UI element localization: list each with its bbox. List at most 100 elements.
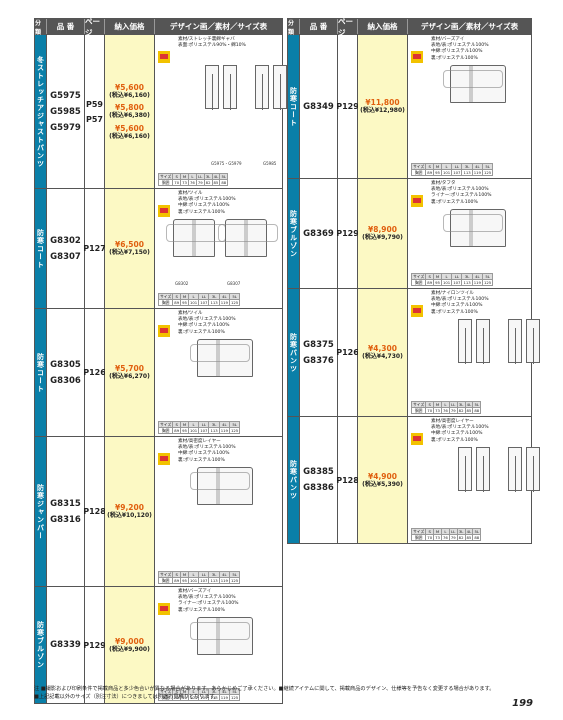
- price-cell: ¥5,700(税込¥6,270): [105, 309, 155, 436]
- product-code: G8316: [50, 514, 81, 525]
- product-codes: G8349: [300, 35, 338, 178]
- product-codes: G8369: [300, 179, 338, 288]
- jacket-drawing-icon: [190, 467, 253, 505]
- quality-badge-icon: [158, 205, 170, 217]
- quality-badge-icon: [411, 305, 423, 317]
- size-cell: 125: [228, 576, 241, 585]
- jacket-drawing-icon: [443, 209, 506, 247]
- price-cell: ¥4,900(税込¥5,390): [358, 417, 408, 543]
- catalog-page: P128: [336, 417, 359, 543]
- price-value: ¥5,800(税込¥6,380): [109, 103, 150, 119]
- pants-drawing-icon: [526, 447, 540, 492]
- size-cell: 5L: [228, 570, 241, 578]
- material-text: 素材/ナイロンツイル 表地/表:ポリエステル100% 中綿:ポリエステル100%…: [431, 291, 489, 315]
- size-cell: 73: [433, 406, 442, 415]
- header-page: ページ: [85, 17, 105, 37]
- price-cell: ¥9,000(税込¥9,900): [105, 587, 155, 703]
- category-label: 防寒ブルゾン: [35, 587, 47, 703]
- category-label: 防寒パンツ: [288, 289, 300, 416]
- pants-drawing-icon: [508, 319, 522, 364]
- price-value: ¥4,300(税込¥4,730): [362, 344, 403, 360]
- size-cell: 89: [172, 298, 182, 307]
- size-cell: 胸囲: [157, 693, 174, 702]
- size-cell: 82: [456, 533, 466, 542]
- table-header: 分類 品 番 ページ 納入価格 デザイン画／素材／サイズ表: [288, 17, 531, 37]
- size-cell: 76: [440, 533, 450, 542]
- size-cell: 95: [180, 576, 189, 585]
- material-text: 素材/高密度レイヤー 表地/表:ポリエステル100% 中綿:ポリエステル100%…: [178, 439, 236, 463]
- product-code: G8315: [50, 498, 81, 509]
- size-cell: 119: [471, 168, 483, 177]
- size-cell: 113: [461, 278, 473, 287]
- product-code: G8369: [303, 228, 334, 239]
- price-amount: ¥6,500: [115, 240, 144, 250]
- size-cell: 125: [481, 278, 494, 287]
- size-cell: 5L: [228, 420, 241, 428]
- pants-drawing-icon: [223, 65, 237, 110]
- size-cell: 101: [187, 576, 200, 585]
- jacket-drawing-icon: [166, 219, 226, 257]
- size-cell: 113: [208, 426, 220, 435]
- size-cell: 82: [456, 406, 466, 415]
- price-cell: ¥11,800(税込¥12,980): [358, 35, 408, 178]
- size-cell: 82: [203, 178, 213, 187]
- price-amount: ¥5,800: [115, 103, 144, 113]
- size-cell: 5L: [219, 172, 229, 180]
- pants-drawing-icon: [476, 319, 490, 364]
- price-tax-included: (税込¥4,730): [362, 353, 403, 361]
- illustration-caption: G5985: [263, 160, 277, 166]
- garment-illustration: [420, 65, 506, 103]
- price-cell: ¥8,900(税込¥9,790): [358, 179, 408, 288]
- size-cell: 5L: [481, 272, 494, 280]
- material-text: 素材/ストレッチ裏綿ギャバ 表面:ポリエステル90%・綿10%: [178, 37, 246, 49]
- price-tax-included: (税込¥12,980): [360, 107, 405, 115]
- price-cell: ¥6,500(税込¥7,150): [105, 189, 155, 308]
- product-code: G8386: [303, 483, 334, 493]
- size-cell: 70: [172, 178, 182, 187]
- size-cell: 88: [219, 178, 229, 187]
- product-code: G8376: [303, 355, 334, 366]
- footnote: 注 ■撮影および印刷条件で掲載商品と多少色合いが異なる場合があります。あらかじめ…: [34, 685, 534, 702]
- size-cell: 胸囲: [157, 426, 174, 435]
- quality-badge-icon: [158, 325, 170, 337]
- footnote-line-1: 注 ■撮影および印刷条件で掲載商品と多少色合いが異なる場合があります。あらかじめ…: [34, 686, 495, 692]
- price-cell: ¥4,300(税込¥4,730): [358, 289, 408, 416]
- garment-illustration: [167, 467, 253, 505]
- pants-drawing-icon: [476, 447, 490, 492]
- size-cell: サイズ: [157, 420, 174, 428]
- product-code: G8349: [303, 101, 334, 112]
- price-value: ¥5,600(税込¥6,160): [109, 83, 150, 99]
- product-code: G5985: [50, 106, 81, 117]
- material-text: 素材/ツイル 表地/表:ポリエステル100% 中綿:ポリエステル100% 裏:ポ…: [178, 191, 236, 215]
- size-cell: 119: [218, 576, 230, 585]
- price-cell: ¥9,200(税込¥10,120): [105, 437, 155, 586]
- size-cell: 125: [228, 693, 241, 702]
- garment-illustration: [458, 319, 540, 364]
- size-cell: 101: [187, 298, 200, 307]
- size-cell: 107: [451, 278, 463, 287]
- catalog-page: P127: [83, 189, 106, 308]
- page-ref: P128: [83, 507, 106, 516]
- jacket-drawing-icon: [190, 339, 253, 377]
- jacket-drawing-icon: [218, 219, 278, 257]
- page-ref: P126: [83, 368, 106, 377]
- product-code: G8339: [50, 640, 81, 650]
- design-cell: 素材/ストレッチ裏綿ギャバ 表面:ポリエステル90%・綿10%G5975・G59…: [155, 35, 287, 188]
- design-cell: 素材/バーズアイ 表地/表:ポリエステル100% 中綿:ポリエステル100% 裏…: [408, 35, 531, 178]
- pants-drawing-icon: [255, 65, 269, 110]
